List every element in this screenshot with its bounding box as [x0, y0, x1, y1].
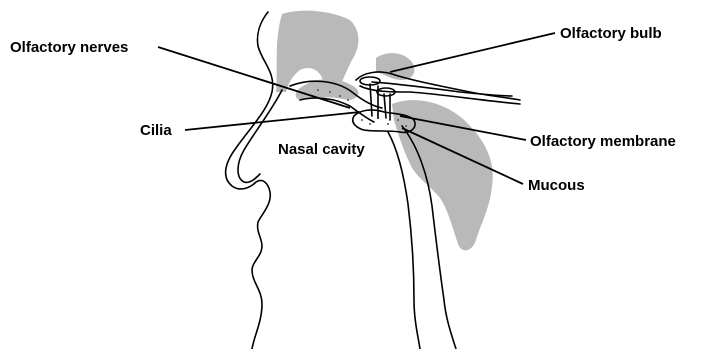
label-olfactory-bulb: Olfactory bulb: [560, 25, 662, 42]
label-nasal-cavity: Nasal cavity: [278, 141, 365, 158]
label-mucous: Mucous: [528, 177, 585, 194]
leader-olfactory-bulb: [390, 33, 555, 72]
label-cilia: Cilia: [140, 122, 172, 139]
label-olfactory-nerves: Olfactory nerves: [10, 39, 128, 56]
label-olfactory-membrane: Olfactory membrane: [530, 133, 676, 150]
sphenoid-bone-shape: [392, 100, 493, 250]
frontal-bone-shape: [276, 11, 359, 92]
leader-cilia: [185, 112, 360, 130]
face-profile-line: [226, 12, 273, 349]
nasal-passage-lower: [300, 98, 374, 122]
palate-bone-shape: [376, 53, 414, 80]
leader-lines: [158, 33, 555, 184]
